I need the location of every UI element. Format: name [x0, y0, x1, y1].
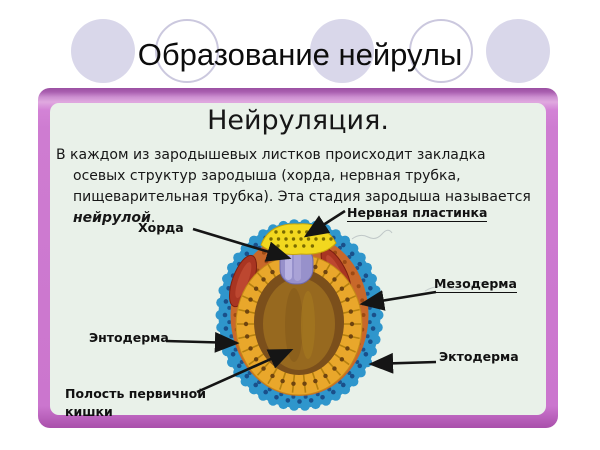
body-line-2: осевых структур зародыша (хорда, нервная…: [73, 168, 461, 184]
label-mesoderm: Мезодерма: [434, 276, 517, 293]
endoderm-cell-dots: [243, 264, 355, 386]
label-endoderm: Энтодерма: [89, 330, 169, 345]
gut-cavity-streak: [285, 288, 303, 362]
label-gut-cavity-line2: кишки: [65, 404, 113, 419]
title-circle-4: [409, 19, 473, 83]
embryo-diagram: [165, 209, 494, 411]
arrow-neural-plate: [303, 209, 346, 238]
label-arrows: [165, 209, 437, 394]
somite-left: [228, 254, 258, 308]
body-line-4: нейрулой.: [73, 208, 155, 228]
watermark-squiggle-2: [424, 281, 494, 292]
arrow-gut-cavity: [196, 348, 294, 394]
title-circle-2: [155, 19, 219, 83]
watermark-squiggle-1: [351, 229, 393, 240]
body-period: .: [150, 210, 156, 226]
arrow-mesoderm: [359, 290, 437, 311]
arrow-chorda: [192, 227, 292, 262]
label-ectoderm: Эктодерма: [439, 349, 519, 364]
arrow-endoderm: [165, 331, 240, 353]
title-circle-3: [310, 19, 374, 83]
title-circle-5: [486, 19, 550, 83]
body-line-1: В каждом из зародышевых листков происход…: [56, 147, 486, 163]
body-line-3: пищеварительная трубка). Эта стадия заро…: [73, 189, 531, 205]
panel-heading: Нейруляция.: [207, 105, 389, 136]
label-chorda: Хорда: [138, 220, 184, 235]
label-neural-plate: Нервная пластинка: [347, 205, 488, 222]
content-panel: Нейруляция. В каждом из зародышевых лист…: [38, 88, 558, 428]
body-emphasis: нейрулой: [73, 210, 151, 226]
slide-title: Образование нейрулы: [137, 37, 463, 72]
gut-cavity-highlight: [301, 291, 315, 359]
title-circle-1: [71, 19, 135, 83]
label-gut-cavity-line1: Полость первичной: [65, 386, 206, 401]
label-gut-cavity: Полость первичной кишки: [65, 386, 206, 419]
arrow-ectoderm: [368, 352, 437, 374]
